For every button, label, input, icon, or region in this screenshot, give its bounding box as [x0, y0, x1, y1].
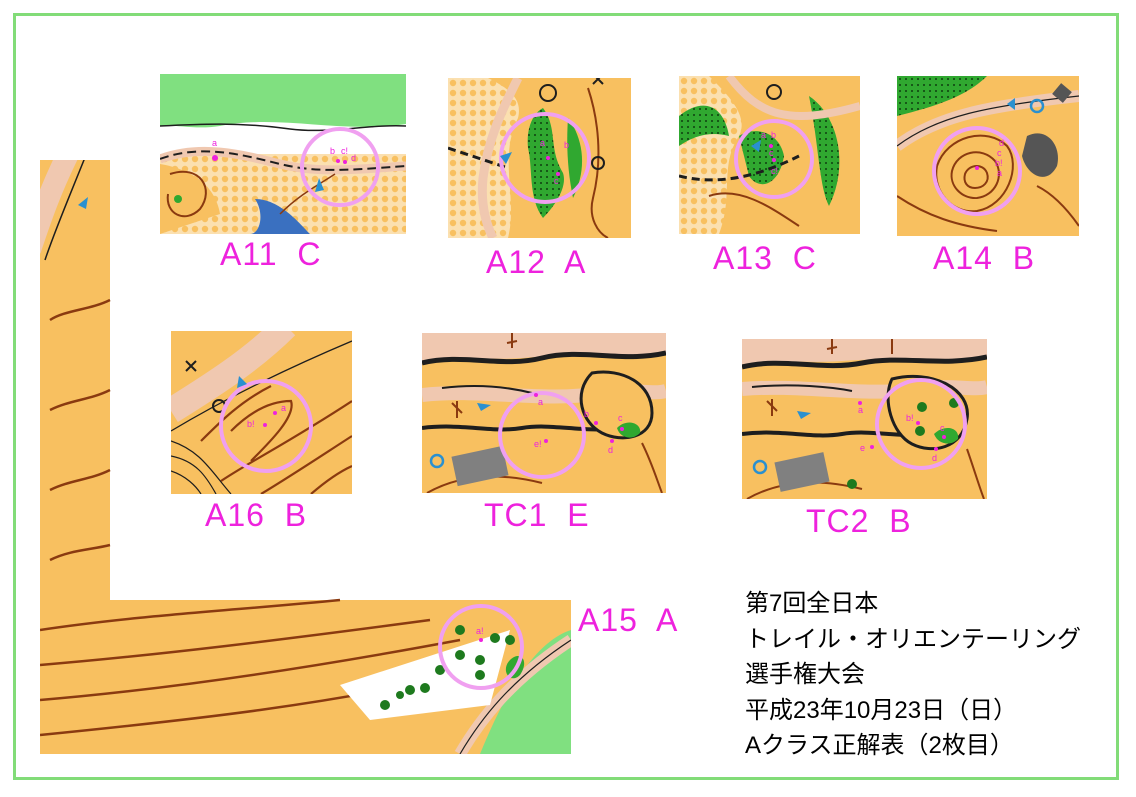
event-name: トレイル・オリエンテーリング — [745, 625, 1081, 653]
flag-a15-a: a! — [476, 626, 484, 636]
flag-a14-a: a — [997, 168, 1002, 178]
flag-tc1-b: b — [584, 409, 589, 419]
flag-a16-a: a — [281, 403, 286, 413]
flag-a11-b: b — [330, 146, 335, 156]
label-a15: A15 A — [578, 602, 679, 638]
label-a14: A14 B — [933, 240, 1036, 276]
label-a16: A16 B — [205, 497, 308, 533]
label-tc2: TC2 B — [806, 503, 912, 539]
flag-tc2-e: e — [860, 443, 865, 453]
flag-tc1-d: d — [608, 445, 613, 455]
map-tile-a12: a b c — [448, 78, 631, 238]
label-a12: A12 A — [486, 244, 587, 280]
answer-sheet-title: Aクラス正解表（2枚目） — [745, 732, 1014, 759]
control-circle-a16 — [219, 379, 313, 473]
map-tile-tc2: a b! c d e — [742, 339, 987, 499]
flag-a11-d: d — [351, 153, 356, 163]
control-circle-a13 — [734, 119, 814, 199]
flag-tc1-a: a — [538, 397, 543, 407]
flag-a14-b: b! — [995, 158, 1003, 168]
viewpoint-flag-icon — [797, 411, 811, 419]
label-a13: A13 C — [713, 240, 817, 276]
control-circle-a15 — [438, 604, 524, 690]
viewpoint-flag-icon — [78, 197, 88, 209]
control-circle-a11 — [300, 127, 380, 207]
flag-a13-b: b — [771, 130, 776, 140]
viewpoint-flag-icon — [500, 152, 512, 164]
flag-tc1-c: c — [618, 413, 623, 423]
viewpoint-flag-icon — [315, 178, 324, 192]
flag-a12-a: a — [540, 138, 545, 148]
flag-a12-c: c — [554, 176, 559, 186]
map-tile-a13: a b c c! — [679, 76, 860, 234]
flag-a11-c: c! — [341, 146, 348, 156]
viewpoint-flag-icon — [751, 140, 761, 152]
event-info: 第7回全日本 トレイル・オリエンテーリング 選手権大会 平成23年10月23日（… — [745, 586, 1081, 764]
map-tile-a11: a b c! d — [160, 74, 406, 234]
control-circle-a12 — [499, 112, 591, 204]
event-date: 平成23年10月23日（日） — [745, 696, 1018, 724]
flag-tc2-d: d — [932, 453, 937, 463]
viewpoint-flag-icon — [477, 403, 491, 411]
flag-tc2-b: b! — [906, 413, 914, 423]
flag-a13-a: a — [761, 130, 766, 140]
map-tile-a14: a b! c d — [897, 76, 1079, 236]
event-edition: 第7回全日本 — [745, 590, 879, 617]
event-type: 選手権大会 — [745, 661, 865, 688]
control-circle-a14 — [932, 126, 1022, 216]
flag-a13-c: c — [769, 148, 774, 158]
map-tile-a15: a! — [40, 160, 571, 754]
map-tile-a16: a b! — [171, 331, 352, 494]
flag-a11-a: a — [212, 138, 217, 148]
flag-a16-b: b! — [247, 419, 255, 429]
control-circle-tc2 — [875, 378, 967, 470]
flag-a12-b: b — [564, 140, 569, 150]
viewpoint-flag-icon — [237, 376, 247, 388]
page-frame — [13, 13, 1119, 780]
flag-tc2-a: a — [858, 405, 863, 415]
map-tile-tc1: a b c d e! — [422, 333, 666, 493]
flag-a14-d: d — [999, 138, 1004, 148]
flag-a13-c-excl: c! — [771, 166, 778, 176]
flag-tc1-e: e! — [534, 439, 542, 449]
control-circle-tc1 — [498, 391, 586, 479]
viewpoint-flag-icon — [1007, 98, 1015, 110]
flag-a14-c: c — [997, 148, 1002, 158]
label-tc1: TC1 E — [484, 497, 590, 533]
flag-tc2-c: c — [940, 423, 945, 433]
label-a11: A11 C — [220, 236, 322, 272]
